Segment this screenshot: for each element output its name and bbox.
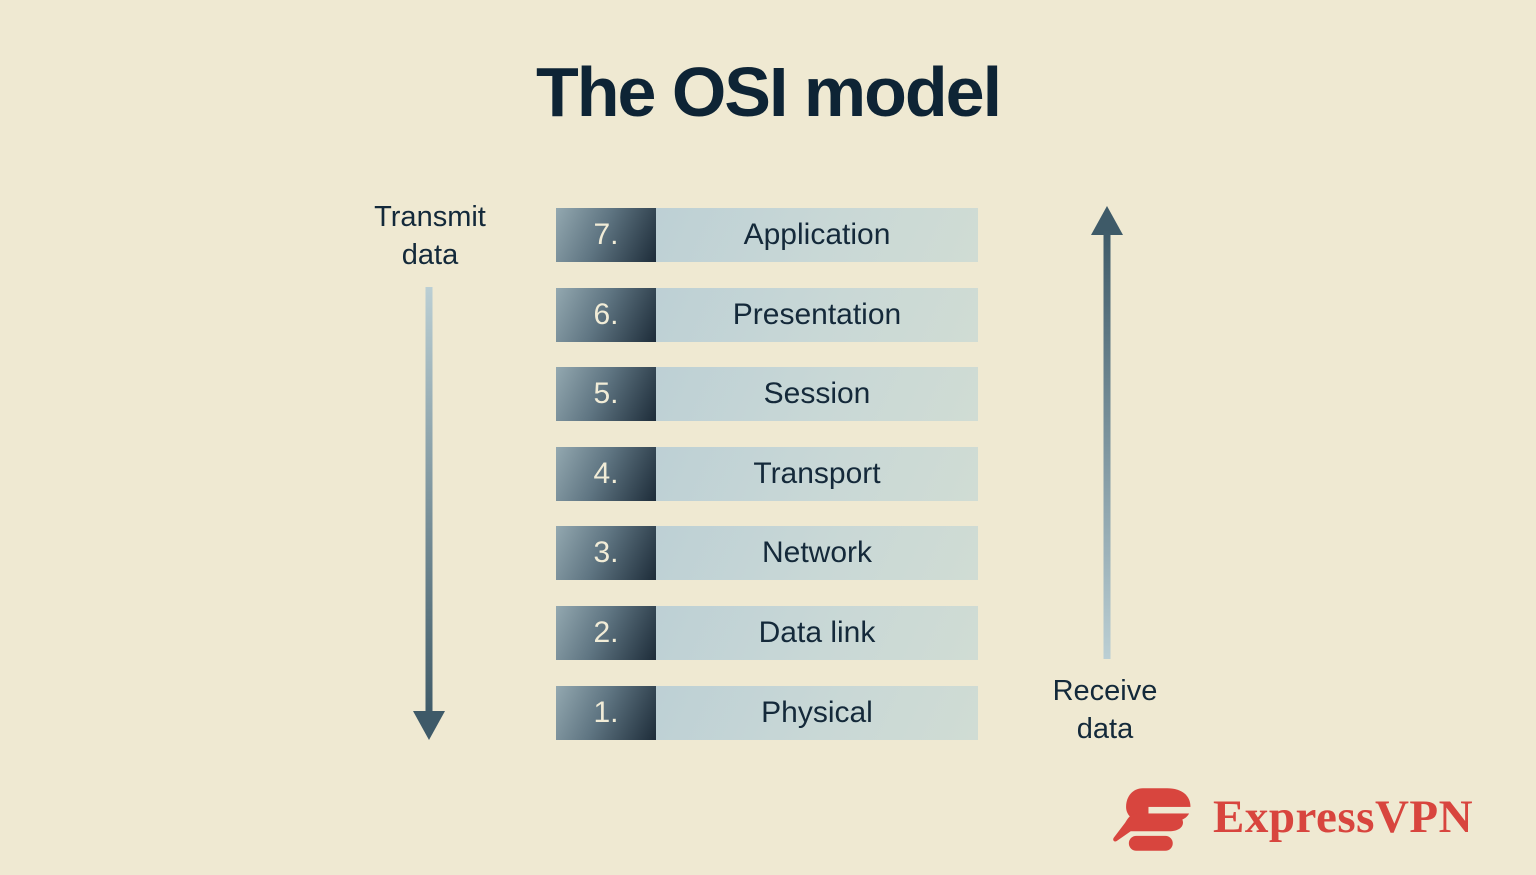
- receive-data-label: Receive data: [1052, 675, 1158, 746]
- layer-name-label: Application: [656, 208, 978, 262]
- transmit-down-arrow-icon: [413, 287, 445, 740]
- layer-name-label: Data link: [656, 605, 978, 660]
- layer-name-label: Transport: [656, 446, 978, 501]
- layer-name-label: Presentation: [656, 287, 978, 342]
- layer-number-badge: 2.: [556, 605, 656, 660]
- layer-number-badge: 1.: [556, 685, 656, 740]
- layer-name-label: Session: [656, 367, 978, 422]
- layer-row-network: 3. Network: [556, 526, 978, 581]
- layer-number-badge: 4.: [556, 446, 656, 501]
- layer-number-badge: 5.: [556, 367, 656, 422]
- layer-name-label: Network: [656, 526, 978, 581]
- transmit-data-label: Transmit data: [374, 201, 486, 272]
- brand-name: ExpressVPN: [1213, 790, 1474, 843]
- layer-row-transport: 4. Transport: [556, 446, 978, 501]
- layer-number-badge: 6.: [556, 287, 656, 342]
- layer-row-physical: 1. Physical: [556, 685, 978, 740]
- layer-row-session: 5. Session: [556, 367, 978, 422]
- expressvpn-logo-icon: [1113, 788, 1197, 851]
- layer-row-data-link: 2. Data link: [556, 605, 978, 660]
- brand-logo: ExpressVPN: [1113, 786, 1473, 854]
- receive-up-arrow-icon: [1091, 206, 1123, 659]
- layer-row-application: 7. Application: [556, 208, 978, 262]
- page-title: The OSI model: [535, 53, 1002, 131]
- layer-number-badge: 7.: [556, 208, 656, 262]
- layer-row-presentation: 6. Presentation: [556, 287, 978, 342]
- osi-layer-stack: 7. Application 6. Presentation 5. Sessio…: [556, 208, 978, 740]
- layer-number-badge: 3.: [556, 526, 656, 581]
- layer-name-label: Physical: [656, 685, 978, 740]
